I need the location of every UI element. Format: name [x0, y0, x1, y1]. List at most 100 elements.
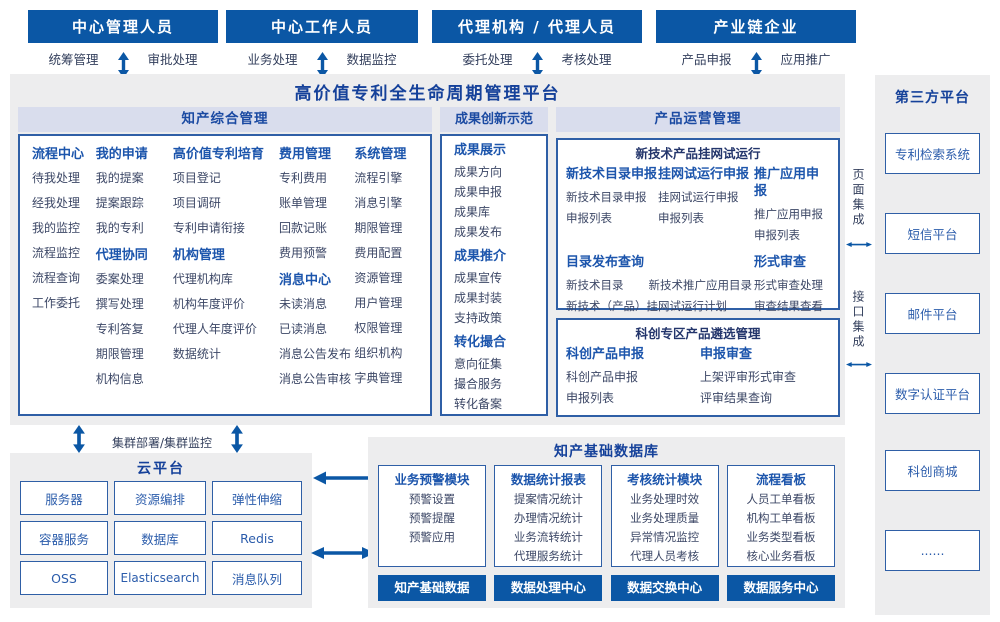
- vertical-double-arrow-icon: [73, 425, 85, 453]
- menu-item: 科创产品申报: [566, 370, 639, 384]
- group-title: 费用管理: [279, 147, 332, 162]
- ip-mgmt-col-cultivation: 高价值专利培育 项目登记 项目调研 专利申请衔接 机构管理 代理机构库 机构年度…: [173, 144, 279, 406]
- menu-item: 撮合服务: [454, 377, 503, 391]
- menu-item: 工作委托: [32, 296, 81, 310]
- third-party-box-more: ......: [885, 530, 980, 571]
- menu-item: 挂网试运行申报: [658, 190, 739, 204]
- platform-panel: 高价值专利全生命周期管理平台 知产综合管理 流程中心 待我处理 经我处理 我的监…: [10, 74, 845, 425]
- cloud-box-container: 容器服务: [20, 521, 108, 555]
- vertical-double-arrow-icon: [316, 51, 328, 78]
- group-title: 新技术目录申报: [566, 167, 658, 182]
- menu-item: 组织机构: [354, 346, 403, 360]
- menu-item: 字典管理: [354, 371, 403, 385]
- third-party-title: 第三方平台: [895, 90, 970, 106]
- group-title: 形式审查: [754, 255, 807, 270]
- menu-item: 办理情况统计: [513, 511, 583, 525]
- menu-item: 申报列表: [754, 228, 800, 242]
- menu-item: 专利费用: [279, 171, 328, 185]
- actor-right-label: 应用推广: [780, 52, 831, 67]
- menu-item: 项目调研: [172, 196, 221, 210]
- ip-mgmt-col-process: 流程中心 待我处理 经我处理 我的监控 流程监控 流程查询 工作委托: [32, 144, 96, 406]
- menu-item: 机构信息: [95, 372, 144, 386]
- menu-item: 异常情况监控: [630, 530, 700, 544]
- menu-item: 回款记账: [279, 221, 328, 235]
- actor-right-label: 数据监控: [346, 52, 397, 67]
- actor-title: 中心管理人员: [28, 10, 218, 43]
- menu-item: 新技术目录申报: [566, 190, 647, 204]
- new-tech-trial-box: 新技术产品挂网试运行 新技术目录申报 新技术目录申报 申报列表 挂网试运行申报 …: [556, 138, 840, 313]
- menu-item: 期限管理: [354, 221, 403, 235]
- group-title: 转化撮合: [454, 335, 507, 350]
- menu-item: 我的专利: [95, 221, 144, 235]
- third-party-box-patent-search: 专利检索系统: [885, 133, 980, 174]
- menu-item: 费用预警: [279, 246, 328, 260]
- horizontal-double-arrow-icon: [846, 362, 872, 367]
- group-title: 流程中心: [32, 147, 85, 162]
- group-title: 成果推介: [454, 249, 507, 264]
- menu-item: 专利申请衔接: [172, 221, 245, 235]
- module-title: 数据统计报表: [510, 472, 586, 487]
- db-module-kanban: 流程看板 人员工单看板 机构工单看板 业务类型看板 核心业务看板 数据服务中心: [726, 465, 835, 601]
- menu-item: 用户管理: [354, 296, 403, 310]
- apply-review-col: 申报审查 上架评审形式审查 评审结果查询: [700, 346, 830, 409]
- trial-run-col: 挂网试运行申报 挂网试运行申报 申报列表: [658, 166, 754, 246]
- menu-item: 业务类型看板: [746, 530, 816, 544]
- cloud-box-orchestration: 资源编排: [114, 481, 206, 515]
- menu-item: 申报列表: [658, 211, 704, 225]
- group-title: 消息中心: [279, 273, 332, 288]
- cloud-box-autoscaling: 弹性伸缩: [212, 481, 302, 515]
- group-title: 推广应用申报: [754, 167, 820, 199]
- menu-item: 已读消息: [279, 322, 328, 336]
- cloud-box-server: 服务器: [20, 481, 108, 515]
- ip-mgmt-header: 知产综合管理: [18, 107, 432, 132]
- menu-item: 我的提案: [95, 171, 144, 185]
- actor-left-label: 统筹管理: [48, 52, 99, 67]
- actor-right-label: 审批处理: [147, 52, 198, 67]
- menu-item: 经我处理: [32, 196, 81, 210]
- menu-item: 新技术目录: [566, 278, 624, 292]
- db-footer-exchange-center: 数据交换中心: [610, 575, 719, 601]
- module-title: 考核统计模块: [627, 472, 703, 487]
- box-title: 科创专区产品遴选管理: [635, 326, 761, 341]
- sci-innovation-box: 科创专区产品遴选管理 科创产品申报 科创产品申报 申报列表 申报审查 上架评审形…: [556, 318, 840, 417]
- actor-left-label: 产品申报: [681, 52, 732, 67]
- cluster-label: 集群部署/集群监控: [112, 436, 213, 450]
- menu-item: 待我处理: [32, 171, 81, 185]
- group-title: 系统管理: [354, 147, 407, 162]
- group-title: 机构管理: [172, 248, 225, 263]
- menu-item: 机构工单看板: [746, 511, 816, 525]
- achievements-section: 成果创新示范 成果展示 成果方向 成果申报 成果库 成果发布 成果推介 成果宣传…: [440, 107, 548, 416]
- menu-item: 新技术（产品）挂网试运行计划: [566, 299, 727, 313]
- ip-mgmt-col-system: 系统管理 流程引擎 消息引擎 期限管理 费用配置 资源管理 用户管理 权限管理 …: [354, 144, 418, 406]
- menu-item: 流程引擎: [354, 171, 403, 185]
- sci-product-apply-col: 科创产品申报 科创产品申报 申报列表: [566, 346, 684, 409]
- actor-industry-chain: 产业链企业 产品申报 应用推广: [656, 10, 856, 78]
- cloud-panel: 云平台 服务器 资源编排 弹性伸缩 容器服务 数据库 Redis OSS Ela…: [10, 453, 312, 608]
- cloud-box-oss: OSS: [20, 561, 108, 595]
- cloud-title: 云平台: [137, 461, 185, 477]
- menu-item: 机构年度评价: [172, 297, 245, 311]
- menu-item: 转化备案: [454, 397, 503, 411]
- third-party-panel: 第三方平台 专利检索系统 短信平台 邮件平台 数字认证平台 科创商城 .....…: [875, 75, 990, 615]
- menu-item: 申报列表: [566, 391, 615, 405]
- vertical-double-arrow-icon: [231, 425, 243, 453]
- db-module-assessment: 考核统计模块 业务处理时效 业务处理质量 异常情况监控 代理人员考核 数据交换中…: [610, 465, 719, 601]
- group-title: 挂网试运行申报: [658, 167, 750, 182]
- menu-item: 审查结果查看: [754, 299, 823, 313]
- menu-item: 提案情况统计: [513, 492, 583, 506]
- page-integration-label: 页面集成: [851, 168, 865, 228]
- third-party-box-sms: 短信平台: [885, 213, 980, 254]
- menu-item: 流程查询: [32, 271, 81, 285]
- actor-title: 产业链企业: [656, 10, 856, 43]
- horizontal-double-arrow-icon: [311, 547, 375, 559]
- menu-item: 委案处理: [95, 272, 144, 286]
- menu-item: 代理人年度评价: [172, 322, 257, 336]
- new-tech-catalog-col: 新技术目录申报 新技术目录申报 申报列表: [566, 166, 658, 246]
- product-ops-section: 产品运营管理 新技术产品挂网试运行 新技术目录申报 新技术目录申报 申报列表 挂…: [556, 107, 840, 417]
- group-title: 代理协同: [95, 248, 148, 263]
- group-title: 成果展示: [454, 143, 507, 158]
- menu-item: 支持政策: [454, 311, 503, 325]
- module-title: 流程看板: [755, 472, 806, 487]
- menu-item: 新技术推广应用目录: [648, 278, 753, 292]
- db-module-statistics: 数据统计报表 提案情况统计 办理情况统计 业务流转统计 代理服务统计 数据处理中…: [494, 465, 603, 601]
